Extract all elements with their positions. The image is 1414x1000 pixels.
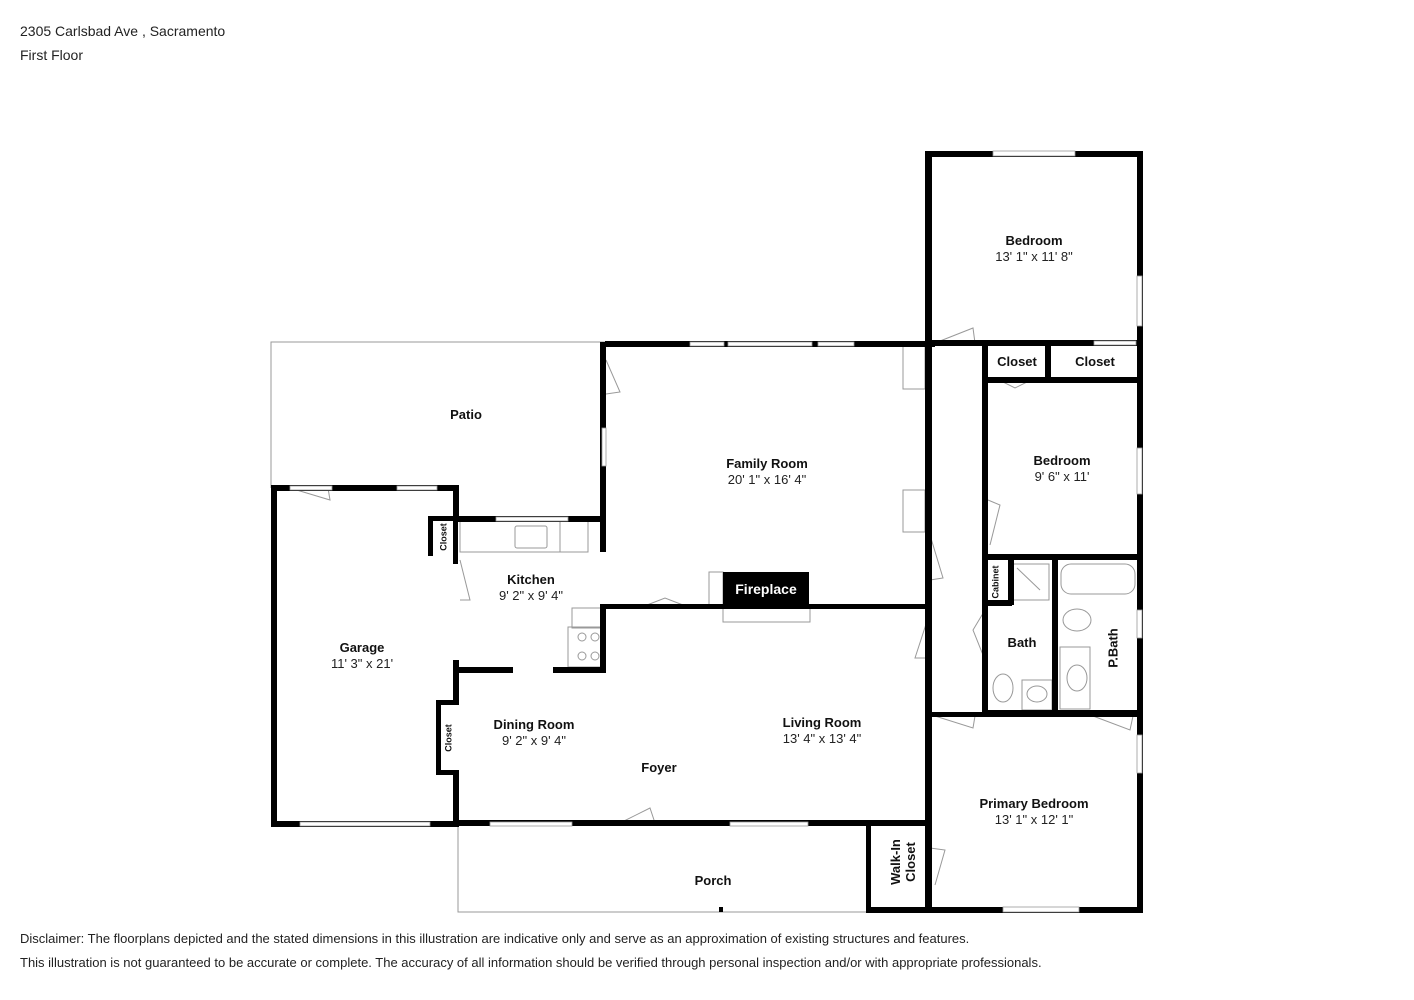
room-name: Porch	[694, 873, 732, 888]
room-dining-room: Dining Room 9' 2" x 9' 4"	[494, 717, 575, 749]
room-bedroom-top: Bedroom 13' 1" x 11' 8"	[995, 233, 1073, 265]
room-dimensions: 20' 1" x 16' 4"	[727, 472, 807, 487]
floor-title: First Floor	[20, 47, 83, 63]
room-name: Patio	[450, 407, 482, 422]
room-name: Closet	[1075, 354, 1115, 369]
fireplace: Fireplace	[723, 572, 809, 605]
room-name-line2: Closet	[903, 842, 918, 882]
room-dimensions: 9' 2" x 9' 4"	[501, 733, 567, 748]
room-garage-closet: Closet	[443, 724, 454, 752]
room-dimensions: 9' 6" x 11'	[1034, 469, 1090, 484]
room-cabinet: Cabinet	[990, 565, 1001, 599]
room-kitchen: Kitchen 9' 2" x 9' 4"	[499, 572, 563, 604]
room-bath: Bath	[1008, 635, 1037, 651]
room-closet-b: Closet	[1075, 354, 1115, 370]
room-dimensions: 13' 4" x 13' 4"	[782, 731, 862, 746]
room-primary-bedroom: Primary Bedroom 13' 1" x 12' 1"	[979, 796, 1088, 828]
room-bedroom-mid: Bedroom 9' 6" x 11'	[1033, 453, 1090, 485]
room-dimensions: 13' 1" x 12' 1"	[994, 812, 1074, 827]
room-name: Living Room	[782, 715, 862, 730]
room-primary-bath: P.Bath	[1105, 628, 1121, 668]
room-name: Garage	[339, 640, 385, 655]
room-name: Bedroom	[1033, 453, 1091, 468]
room-living-room: Living Room 13' 4" x 13' 4"	[783, 715, 862, 747]
room-dimensions: 9' 2" x 9' 4"	[498, 588, 564, 603]
room-name: Dining Room	[493, 717, 575, 732]
room-name: Bath	[1007, 635, 1037, 650]
room-garage: Garage 11' 3" x 21'	[331, 640, 393, 672]
room-name-line1: Walk-In	[888, 839, 903, 885]
room-porch: Porch	[695, 873, 732, 889]
room-dimensions: 13' 1" x 11' 8"	[995, 249, 1073, 264]
disclaimer-line-2: This illustration is not guaranteed to b…	[20, 955, 1042, 970]
room-walkin-closet: Walk-In Closet	[888, 839, 918, 885]
room-kitchen-closet: Closet	[438, 523, 449, 551]
room-family-room: Family Room 20' 1" x 16' 4"	[726, 456, 808, 488]
room-name: Family Room	[726, 456, 808, 471]
room-foyer: Foyer	[641, 760, 676, 776]
disclaimer-line-1: Disclaimer: The floorplans depicted and …	[20, 931, 970, 946]
room-patio: Patio	[450, 407, 482, 423]
room-dimensions: 11' 3" x 21'	[330, 656, 394, 671]
room-name: Closet	[997, 354, 1037, 369]
room-name: Kitchen	[507, 572, 555, 587]
room-closet-a: Closet	[997, 354, 1037, 370]
room-name: Foyer	[641, 760, 677, 775]
property-address: 2305 Carlsbad Ave , Sacramento	[20, 23, 226, 39]
room-name: Bedroom	[1005, 233, 1063, 248]
room-name: Primary Bedroom	[979, 796, 1089, 811]
